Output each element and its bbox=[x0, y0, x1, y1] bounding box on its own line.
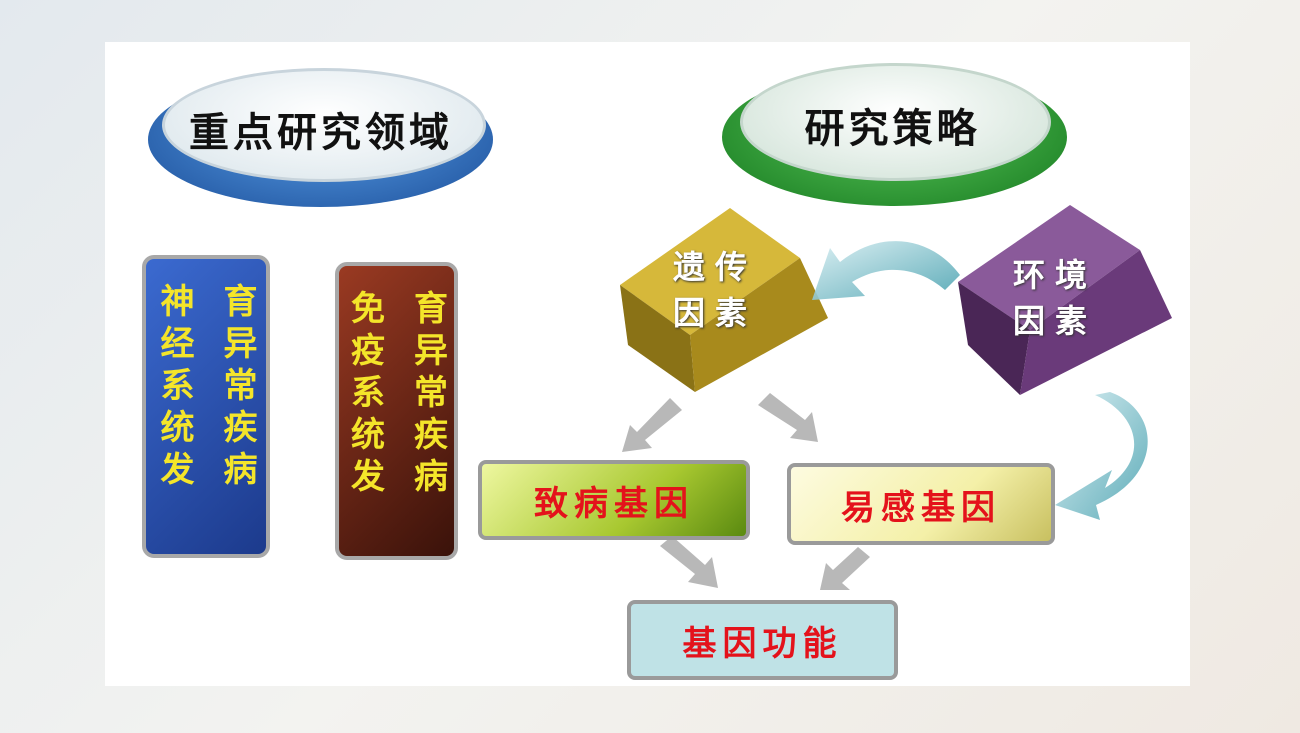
box-text-col: 神经系统发 bbox=[154, 283, 194, 493]
box-text-col: 免疫系统发 bbox=[344, 290, 385, 500]
arrow-icon bbox=[820, 547, 870, 590]
curved-arrow-icon bbox=[812, 241, 960, 300]
gene-function-box: 基因功能 bbox=[627, 600, 898, 680]
arrow-icon bbox=[622, 398, 682, 452]
neuro-disorder-box: 神经系统发 育异常疾病 bbox=[142, 255, 270, 558]
environmental-factor-cube bbox=[958, 205, 1172, 395]
genetic-factor-label: 遗传 因素 bbox=[660, 244, 770, 336]
gray-arrows bbox=[622, 393, 870, 590]
box-text-col: 育异常疾病 bbox=[217, 283, 257, 493]
arrow-icon bbox=[758, 393, 818, 442]
genetic-factor-cube bbox=[620, 208, 828, 392]
susceptibility-gene-box: 易感基因 bbox=[787, 463, 1055, 545]
factor-line: 环境 bbox=[1012, 256, 1097, 294]
research-strategy-title: 研究策略 bbox=[804, 105, 981, 152]
immune-disorder-box: 免疫系统发 育异常疾病 bbox=[335, 262, 458, 560]
factor-line: 遗传 bbox=[672, 248, 757, 286]
key-research-areas-title: 重点研究领域 bbox=[189, 109, 453, 156]
arrow-icon bbox=[660, 536, 718, 588]
curved-arrow-icon bbox=[1055, 392, 1148, 520]
pathogenic-gene-box: 致病基因 bbox=[478, 460, 750, 540]
environmental-factor-label: 环境 因素 bbox=[1000, 252, 1110, 344]
title-oval-inner bbox=[740, 63, 1051, 181]
factor-line: 因素 bbox=[1012, 302, 1097, 340]
factor-line: 因素 bbox=[672, 294, 757, 332]
box-text-col: 育异常疾病 bbox=[407, 290, 448, 500]
title-oval-inner bbox=[162, 68, 486, 182]
